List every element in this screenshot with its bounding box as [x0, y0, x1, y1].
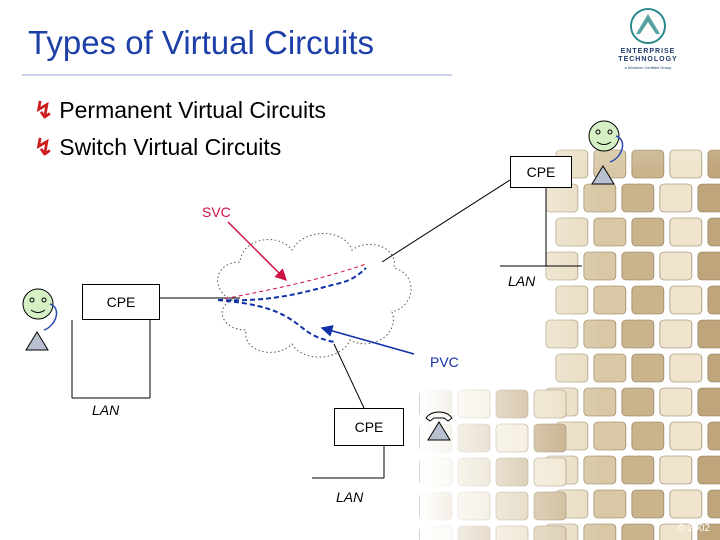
cpe-box-bottom: CPE: [334, 408, 404, 446]
keyboard-key: [707, 285, 720, 315]
cpe-box-top-right: CPE: [510, 156, 572, 188]
lan-bottom: [312, 446, 385, 479]
keyboard-key: [631, 217, 665, 247]
bullet-text: Switch Virtual Circuits: [59, 134, 282, 160]
keyboard-key: [659, 251, 693, 281]
keyboard-key: [659, 455, 693, 485]
keyboard-key: [707, 421, 720, 451]
keyboard-key: [669, 285, 703, 315]
lan-left: [71, 320, 151, 399]
lightning-bullet-icon: ↯: [34, 134, 54, 160]
keyboard-key: [707, 353, 720, 383]
title-underline: [22, 74, 452, 76]
logo-line-2: TECHNOLOGY: [618, 56, 678, 63]
keyboard-key: [697, 523, 720, 540]
keyboard-key: [707, 489, 720, 519]
keyboard-key: [621, 183, 655, 213]
keyboard-key: [659, 319, 693, 349]
company-logo: ENTERPRISE TECHNOLOGY a Westcon Certifie…: [612, 4, 684, 74]
keyboard-key: [631, 489, 665, 519]
access-link-bottom: [333, 343, 365, 409]
keyboard-key: [631, 353, 665, 383]
keyboard-key: [621, 387, 655, 417]
keyboard-key: [659, 387, 693, 417]
lightning-bullet-icon: ↯: [34, 97, 54, 123]
network-cloud: [217, 233, 412, 358]
keyboard-key: [697, 183, 720, 213]
keyboard-key: [707, 217, 720, 247]
bullet-text: Permanent Virtual Circuits: [59, 97, 327, 123]
bullet-item: ↯Switch Virtual Circuits: [34, 134, 281, 161]
logo-text: ENTERPRISE TECHNOLOGY a Westcon Certifie…: [612, 48, 684, 72]
keyboard-key: [621, 455, 655, 485]
keyboard-key: [669, 421, 703, 451]
logo-mark-icon: [630, 8, 666, 44]
keyboard-key: [697, 319, 720, 349]
slide-title: Types of Virtual Circuits: [28, 24, 375, 61]
svc-label: SVC: [202, 204, 231, 220]
keyboard-key: [621, 523, 655, 540]
keyboard-key: [697, 387, 720, 417]
lan-right: [500, 188, 582, 267]
pvc-label: PVC: [430, 354, 459, 370]
lan-label-right: LAN: [508, 273, 536, 289]
logo-line-3: a Westcon Certified Group: [624, 65, 672, 70]
cpe-box-left: CPE: [82, 284, 160, 320]
keyboard-key: [621, 251, 655, 281]
keyboard-key: [669, 217, 703, 247]
logo-line-1: ENTERPRISE: [620, 48, 676, 55]
keyboard-key: [659, 183, 693, 213]
user-icon: [22, 288, 58, 351]
copyright-text: © 2002: [677, 523, 710, 534]
pvc-arrow: [320, 325, 415, 355]
lan-label-bottom: LAN: [336, 489, 364, 505]
keyboard-key: [621, 319, 655, 349]
lan-label-left: LAN: [92, 402, 120, 418]
keyboard-key: [631, 421, 665, 451]
pvc-path: [217, 267, 367, 302]
svc-path: [217, 263, 367, 301]
user-icon: [588, 120, 624, 185]
telephone-icon: [425, 411, 453, 441]
keyboard-key: [669, 353, 703, 383]
keyboard-key: [631, 285, 665, 315]
keyboard-key: [669, 489, 703, 519]
access-link-right: [381, 179, 511, 263]
svc-arrow: [227, 221, 288, 282]
keyboard-key: [697, 251, 720, 281]
keyboard-key: [697, 455, 720, 485]
bullet-item: ↯Permanent Virtual Circuits: [34, 97, 326, 124]
keyboard-key: [659, 523, 693, 540]
